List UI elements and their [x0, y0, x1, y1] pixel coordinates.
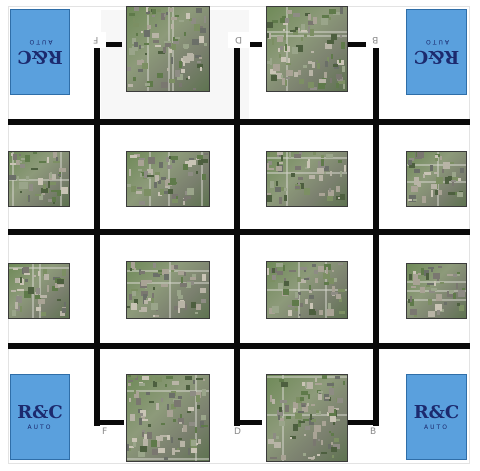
- city-tile-row2-2: [126, 151, 210, 207]
- letter-bottom-d: D: [234, 427, 241, 437]
- city-tile-top-2: [266, 6, 348, 92]
- stub-bottom-f: [94, 420, 124, 425]
- city-tile-row2-3: [266, 151, 348, 207]
- game-board: F D B F D B R&C AUTO R&C AUTO R&C AUTO R…: [8, 6, 470, 464]
- logo-subtext: AUTO: [28, 39, 53, 46]
- city-tile-top-1: [126, 6, 210, 92]
- logo-top-left: R&C AUTO: [10, 9, 70, 95]
- city-tile-bottom-1: [126, 374, 210, 462]
- stub-bottom-b: [348, 420, 378, 425]
- logo-text: R&C: [17, 48, 63, 66]
- stub-bottom-d: [234, 420, 262, 425]
- city-tile-row3-4: [406, 263, 467, 319]
- logo-bottom-left: R&C AUTO: [10, 374, 70, 460]
- city-tile-bottom-2: [266, 374, 348, 462]
- letter-bottom-f: F: [102, 427, 107, 437]
- letter-bottom-b: B: [370, 427, 376, 437]
- logo-text: R&C: [414, 404, 460, 422]
- logo-top-right: R&C AUTO: [406, 9, 467, 95]
- letter-top-f: F: [93, 34, 98, 44]
- logo-subtext: AUTO: [28, 424, 53, 431]
- city-tile-row3-1: [8, 263, 70, 319]
- grid-line-v3: [373, 42, 379, 426]
- logo-text: R&C: [17, 404, 63, 422]
- city-tile-row2-4: [406, 151, 467, 207]
- letter-top-b: B: [372, 34, 378, 44]
- logo-bottom-right: R&C AUTO: [406, 374, 467, 460]
- logo-subtext: AUTO: [424, 39, 449, 46]
- grid-line-v1: [94, 42, 100, 426]
- grid-line-v2: [234, 42, 240, 426]
- logo-subtext: AUTO: [424, 424, 449, 431]
- city-tile-row2-1: [8, 151, 70, 207]
- city-tile-row3-3: [266, 261, 348, 319]
- city-tile-row3-2: [126, 261, 210, 319]
- logo-text: R&C: [414, 48, 460, 66]
- letter-top-d: D: [235, 34, 242, 44]
